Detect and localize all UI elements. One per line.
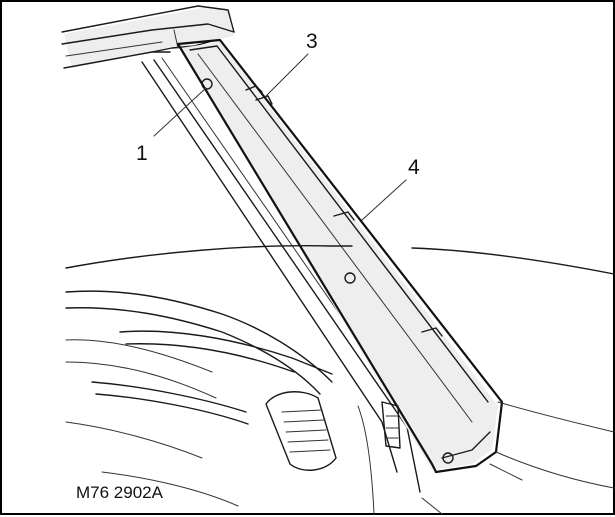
dashboard-fascia: [65, 245, 615, 507]
leader-lines: [153, 53, 407, 221]
sun-visor: [61, 5, 235, 69]
trim-screws: [201, 78, 454, 464]
a-pillar-trim-panel: [176, 38, 504, 474]
screw-icon: [344, 272, 356, 284]
leader-line-3: [265, 53, 309, 97]
leader-line-1: [153, 87, 207, 137]
figure-code: M76 2902A: [76, 483, 164, 502]
trim-clip-recess: [245, 85, 263, 93]
callout-4: 4: [408, 156, 420, 179]
leader-line-4: [361, 179, 407, 221]
screw-icon: [442, 452, 454, 464]
air-vent: [265, 391, 401, 471]
glass-edge: [357, 405, 523, 515]
trim-clip-recess: [333, 211, 355, 221]
callout-3: 3: [306, 30, 318, 53]
trim-clip-recess: [255, 95, 273, 105]
trim-clip-recess: [421, 327, 443, 337]
screw-icon: [201, 78, 213, 90]
callout-1: 1: [136, 142, 148, 165]
